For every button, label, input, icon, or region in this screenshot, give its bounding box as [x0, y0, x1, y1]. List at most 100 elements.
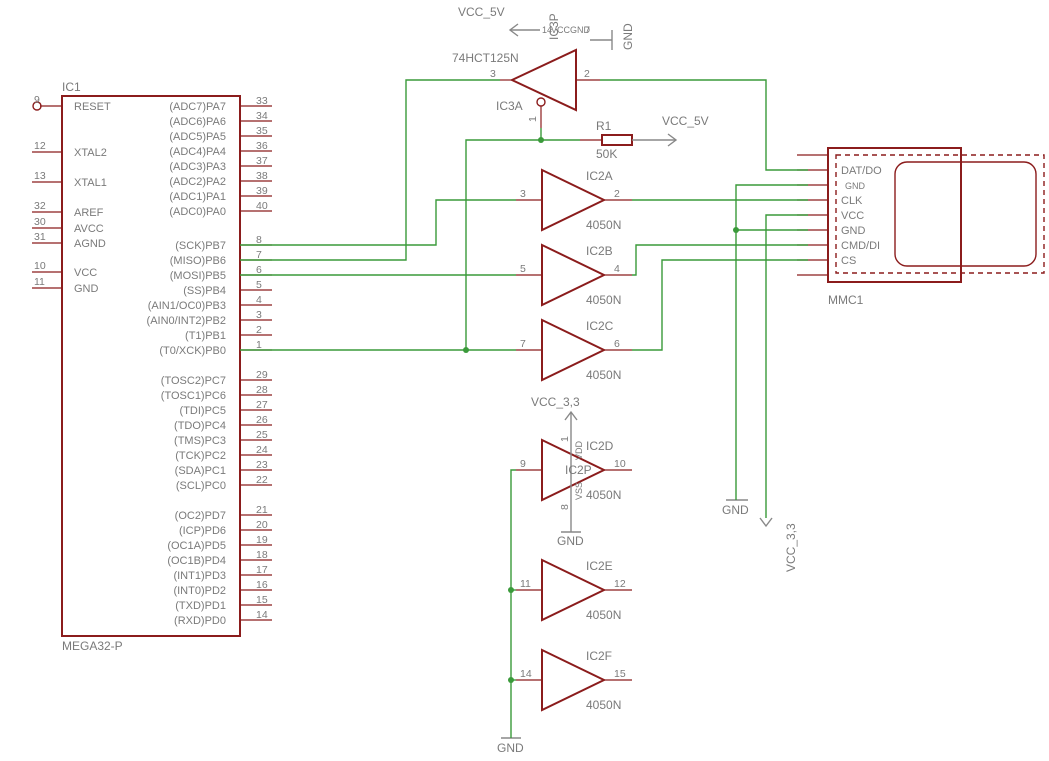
ic1-ref: IC1 [62, 80, 81, 94]
nets [240, 79, 808, 738]
net-sck [240, 199, 516, 246]
ic1-pin-name-19: (OC1A)PD5 [167, 540, 226, 552]
ic3-tristate-buffer: VCC_5V 14 VCC IC3P GND 7 GND 74HCT125N 3… [452, 5, 635, 128]
ic3-pin-out: 2 [584, 68, 590, 80]
buffer-out-num: 4 [614, 263, 620, 275]
ic1-pin-num-11: 11 [34, 276, 45, 288]
supply-vcc5-r1: VCC_5V [662, 114, 709, 128]
net-oe-cs [465, 139, 541, 350]
ic2p-vss-label: VSS [574, 482, 584, 500]
ic1-pin-num-17: 17 [256, 564, 268, 576]
buffer-in-num: 14 [520, 668, 532, 680]
ic1-pin-num-15: 15 [256, 594, 268, 606]
ic1-pin-num-39: 39 [256, 185, 268, 197]
ic1-left-pins: 9RESET12XTAL213XTAL132AREF30AVCC31AGND10… [32, 94, 111, 295]
ic1-pin-name-31: AGND [74, 238, 106, 250]
ic1-reset-bubble [32, 101, 42, 111]
ic1-pin-name-36: (ADC4)PA4 [169, 146, 226, 158]
ic1-pin-num-13: 13 [34, 170, 46, 182]
buffer-in-num: 9 [520, 458, 526, 470]
mmc-ref: MMC1 [828, 293, 864, 307]
ic1-pin-name-20: (ICP)PD6 [179, 525, 226, 537]
ic1-microcontroller: IC1 MEGA32-P 9RESET12XTAL213XTAL132AREF3… [32, 80, 272, 653]
mmc-pin-label-6: CS [841, 255, 856, 267]
net-cs [632, 259, 808, 351]
supply-gnd-top: GND [621, 23, 635, 50]
mmc-pin-label-1: GND [845, 181, 866, 191]
ic1-pin-num-30: 30 [34, 216, 46, 228]
r1-value: 50K [596, 147, 617, 161]
vcc5-top-arrow [508, 23, 519, 37]
ic1-pin-num-35: 35 [256, 125, 268, 137]
buffer-out-num: 10 [614, 458, 626, 470]
ic1-pin-name-11: GND [74, 283, 99, 295]
ic1-pin-name-16: (INT0)PD2 [173, 585, 226, 597]
net-miso [240, 79, 500, 261]
ic1-pin-name-7: (MISO)PB6 [170, 255, 226, 267]
ic1-pin-name-9: RESET [74, 101, 111, 113]
vcc33-ic2-arrow [564, 410, 578, 421]
supply-gnd-mmc: GND [722, 503, 749, 517]
buffer-out-num: 15 [614, 668, 626, 680]
ic1-pin-name-15: (TXD)PD1 [175, 600, 226, 612]
buffer-ref: IC2B [586, 244, 613, 258]
ic1-pin-num-4: 4 [256, 294, 262, 306]
buffer-ref: IC2A [586, 169, 613, 183]
ic1-right-pins: 33(ADC7)PA734(ADC6)PA635(ADC5)PA536(ADC4… [147, 95, 272, 627]
ic1-pin-num-25: 25 [256, 429, 268, 441]
ic1-pin-name-34: (ADC6)PA6 [169, 116, 226, 128]
ic1-pin-name-35: (ADC5)PA5 [169, 131, 226, 143]
ic2-power: VCC_3,3 GND 1 VDD 8 VSS IC2P [531, 395, 592, 548]
supply-vcc33-mmc: VCC_3,3 [784, 523, 798, 572]
ic1-pin-name-14: (RXD)PD0 [174, 615, 226, 627]
ic1-pin-num-32: 32 [34, 200, 46, 212]
ic2p-ref: IC2P [565, 463, 592, 477]
ic1-pin-name-32: AREF [74, 207, 104, 219]
buffer-value: 4050N [586, 488, 621, 502]
buffer-out-num: 2 [614, 188, 620, 200]
ic1-pin-num-37: 37 [256, 155, 268, 167]
ic1-pin-name-33: (ADC7)PA7 [169, 101, 226, 113]
ic1-pin-num-1: 1 [256, 339, 262, 351]
ic2p-vss-num: 8 [559, 504, 571, 510]
ic1-pin-num-2: 2 [256, 324, 262, 336]
ic1-pin-num-27: 27 [256, 399, 268, 411]
ic1-pin-name-39: (ADC1)PA1 [169, 191, 226, 203]
ic1-pin-num-21: 21 [256, 504, 268, 516]
ic1-pin-num-34: 34 [256, 110, 268, 122]
buffer-in-num: 11 [520, 578, 531, 590]
net-vcc33-mmc [765, 214, 808, 518]
ic1-pin-num-28: 28 [256, 384, 268, 396]
ic1-pin-num-5: 5 [256, 279, 262, 291]
ic1-pin-name-22: (SCL)PC0 [176, 480, 226, 492]
buffer-value: 4050N [586, 368, 621, 382]
ic1-pin-num-8: 8 [256, 234, 262, 246]
buffer-ref: IC2D [586, 439, 614, 453]
ic3p-ref: IC3P [547, 13, 561, 40]
ic3-value: 74HCT125N [452, 51, 519, 65]
buffer-ref: IC2F [586, 649, 612, 663]
ic1-pin-name-12: XTAL2 [74, 147, 107, 159]
junction-mmc-gnd [733, 227, 739, 233]
junction-oe [538, 137, 544, 143]
ic3p-vcc-label: VCC [551, 25, 571, 35]
net-unused-inputs-gnd [510, 469, 516, 738]
net-mmc-gnd [735, 184, 808, 231]
ic3p-gnd-num: 7 [585, 25, 590, 35]
ic1-pin-num-14: 14 [256, 609, 268, 621]
mmc-card-window [894, 161, 1037, 267]
supply-vcc33-ic2: VCC_3,3 [531, 395, 580, 409]
mmc-pin-label-2: CLK [841, 195, 863, 207]
ic1-pin-num-6: 6 [256, 264, 262, 276]
ic1-pin-name-8: (SCK)PB7 [175, 240, 226, 252]
supply-gnd-bottom: GND [497, 741, 524, 755]
ic1-pin-name-27: (TDI)PC5 [180, 405, 226, 417]
ic2p-vdd-label: VDD [574, 440, 584, 460]
